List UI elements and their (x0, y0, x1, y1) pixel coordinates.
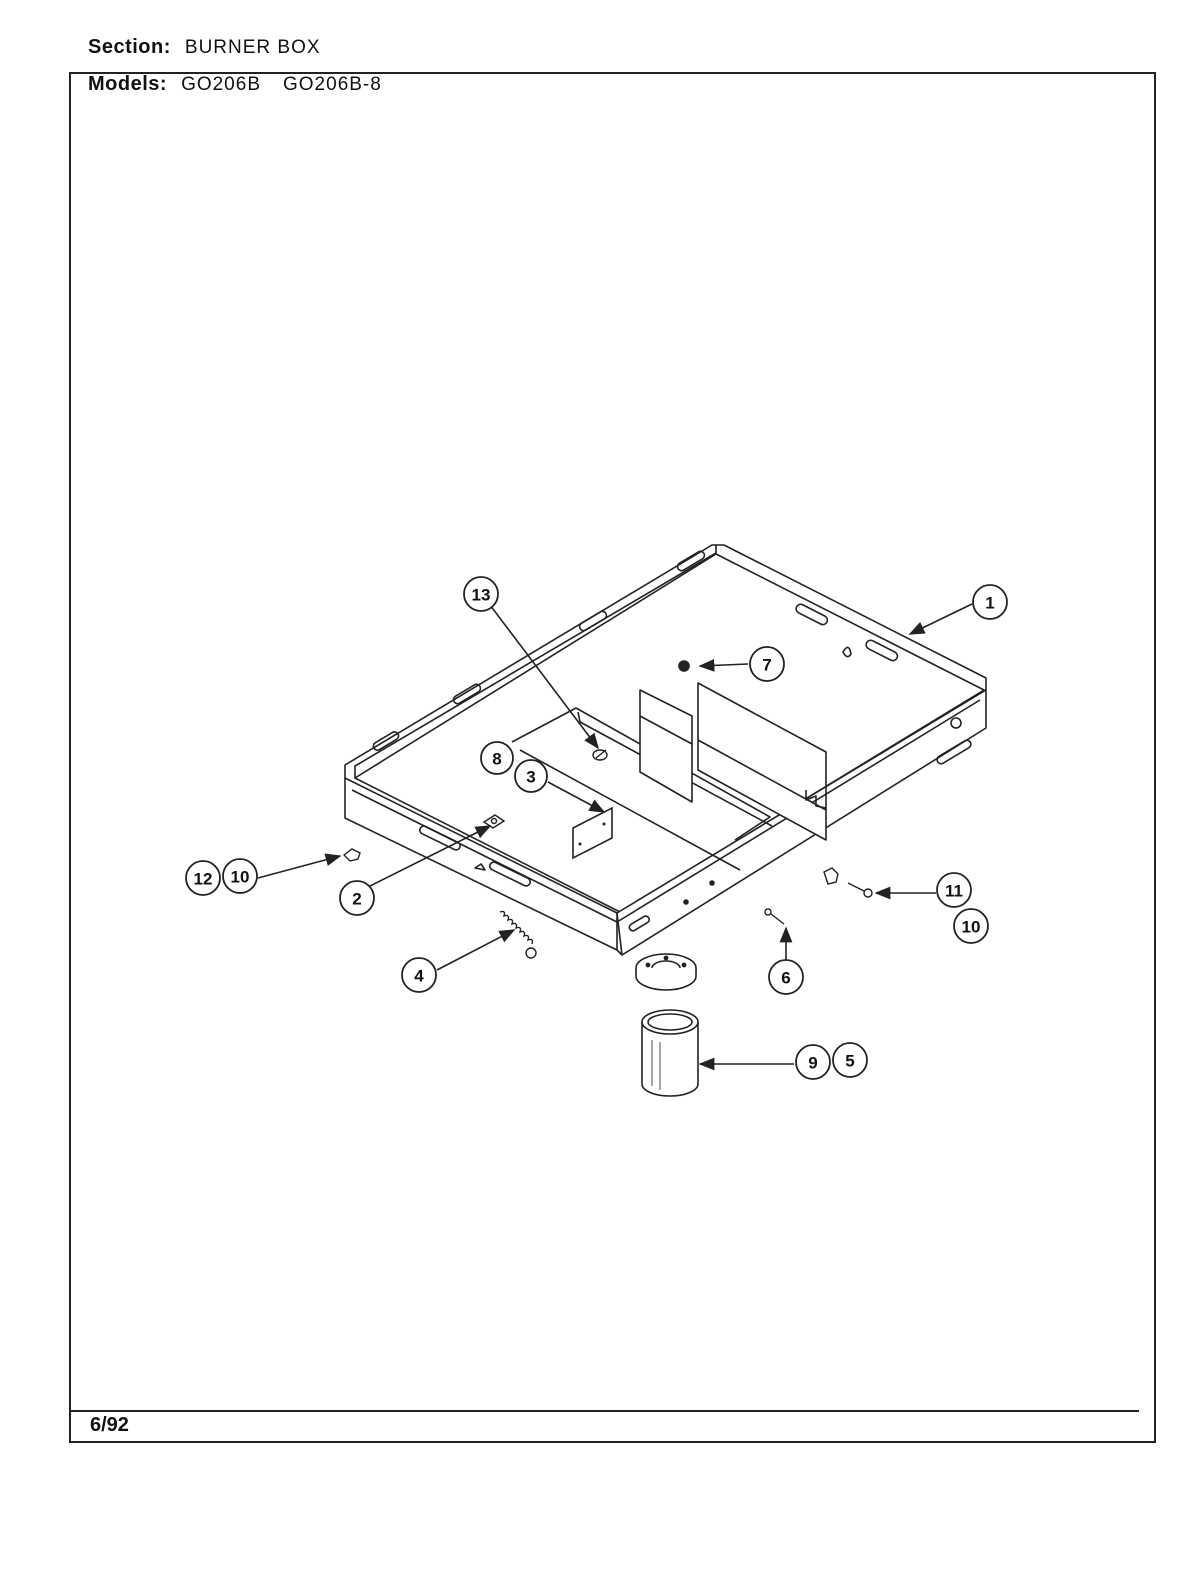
callout-4-circle (401, 957, 437, 993)
callout-10a: 10 (231, 868, 250, 887)
section-title: Section: BURNER BOX (88, 36, 321, 59)
part-6-screw (764, 908, 785, 925)
callout-circles (185, 576, 1008, 1080)
callout-3-circle (514, 759, 548, 793)
model-1: GO206B (181, 74, 261, 95)
callout-10b-circle (953, 908, 989, 944)
model-2: GO206B-8 (283, 74, 382, 95)
part-11-screw (823, 867, 873, 898)
part-3-plate (572, 806, 613, 860)
callout-7: 7 (762, 656, 771, 675)
leader-lines (257, 603, 973, 1071)
callout-5-circle (832, 1042, 868, 1078)
callout-2: 2 (352, 890, 361, 909)
models-label: Models: (88, 73, 168, 95)
callout-12-circle (185, 860, 221, 896)
callout-7-circle (749, 646, 785, 682)
callout-6: 6 (781, 969, 790, 988)
burner-box-tray (344, 544, 987, 956)
models-line: Models: GO206B GO206B-8 (88, 73, 382, 96)
callout-11: 11 (945, 882, 963, 901)
callout-12: 12 (194, 870, 213, 889)
callout-13: 13 (472, 586, 491, 605)
callout-10b: 10 (962, 918, 981, 937)
callout-10a-circle (222, 858, 258, 894)
part-4-spring (499, 910, 537, 959)
callout-11-circle (936, 872, 972, 908)
callout-13-circle (463, 576, 499, 612)
footer-rule (69, 1410, 1139, 1412)
part-12-clip (342, 848, 361, 862)
callout-9: 9 (808, 1054, 817, 1073)
callout-8-circle (480, 741, 514, 775)
callout-9-circle (795, 1044, 831, 1080)
callout-6-circle (768, 959, 804, 995)
section-value: BURNER BOX (184, 37, 321, 58)
drawing-frame (69, 72, 1156, 1443)
callout-3: 3 (526, 768, 535, 787)
section-label: Section: (88, 36, 171, 58)
callout-5: 5 (845, 1052, 854, 1071)
callout-1: 1 (985, 594, 994, 613)
callout-4: 4 (414, 967, 424, 986)
callout-2-circle (339, 880, 375, 916)
revision-date: 6/92 (90, 1414, 129, 1436)
part-9-jar (635, 953, 699, 1097)
callout-8: 8 (492, 750, 501, 769)
part-13-screw (592, 749, 608, 761)
callout-1-circle (972, 584, 1008, 620)
